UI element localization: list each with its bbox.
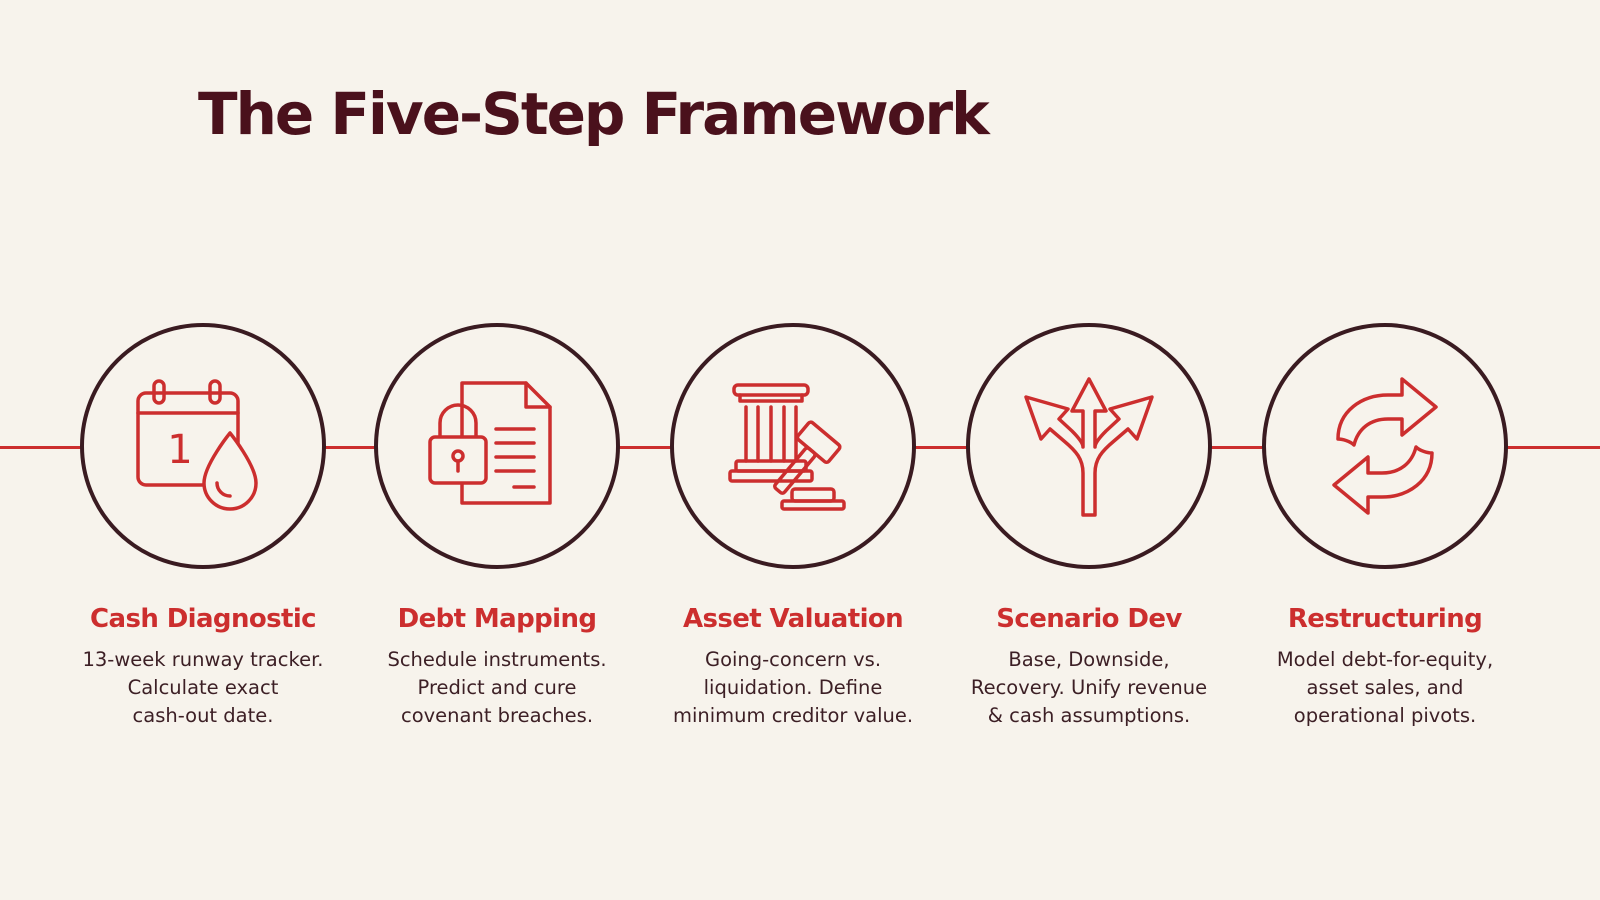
step-5-desc-line-1: Model debt-for-equity, bbox=[1276, 648, 1494, 671]
step-1-text: Cash Diagnostic 13-week runway tracker. … bbox=[63, 604, 343, 730]
step-3-title: Asset Valuation bbox=[682, 604, 904, 634]
step-2-circle bbox=[374, 323, 620, 569]
step-2-desc-line-1: Schedule instruments. bbox=[387, 648, 607, 671]
step-3-circle bbox=[670, 323, 916, 569]
step-3-desc-line-1: Going-concern vs. bbox=[704, 648, 882, 671]
step-1-circle: 1 bbox=[80, 323, 326, 569]
courthouse-gavel-icon bbox=[728, 383, 846, 511]
padlock-document-icon bbox=[428, 381, 552, 505]
step-4-title: Scenario Dev bbox=[996, 604, 1182, 634]
cycle-arrows-icon bbox=[1332, 377, 1438, 515]
calendar-day-number: 1 bbox=[167, 427, 192, 473]
step-1-desc-line-1: 13-week runway tracker. bbox=[82, 648, 324, 671]
step-3-text: Asset Valuation Going-concern vs. liquid… bbox=[653, 604, 933, 730]
step-5-desc-line-3: operational pivots. bbox=[1293, 704, 1477, 727]
step-4-desc-line-2: Recovery. Unify revenue bbox=[970, 676, 1208, 699]
step-1-desc-line-2: Calculate exact bbox=[127, 676, 279, 699]
step-1-title: Cash Diagnostic bbox=[90, 604, 317, 634]
step-3-desc-line-2: liquidation. Define bbox=[703, 676, 883, 699]
step-3-desc-line-3: minimum creditor value. bbox=[672, 704, 914, 727]
step-5-desc-line-2: asset sales, and bbox=[1306, 676, 1464, 699]
step-4-desc-line-3: & cash assumptions. bbox=[987, 704, 1191, 727]
step-5-text: Restructuring Model debt-for-equity, ass… bbox=[1245, 604, 1525, 730]
step-4-circle bbox=[966, 323, 1212, 569]
branching-arrows-icon bbox=[1024, 377, 1154, 517]
calendar-drop-icon: 1 bbox=[136, 379, 258, 511]
step-5-circle bbox=[1262, 323, 1508, 569]
step-2-text: Debt Mapping Schedule instruments. Predi… bbox=[357, 604, 637, 730]
step-2-title: Debt Mapping bbox=[397, 604, 597, 634]
step-2-desc-line-2: Predict and cure bbox=[417, 676, 577, 699]
page-title: The Five-Step Framework bbox=[198, 80, 990, 148]
step-1-desc-line-3: cash-out date. bbox=[132, 704, 274, 727]
step-5-title: Restructuring bbox=[1287, 604, 1483, 634]
step-4-text: Scenario Dev Base, Downside, Recovery. U… bbox=[949, 604, 1229, 730]
step-2-desc-line-3: covenant breaches. bbox=[400, 704, 594, 727]
step-4-desc-line-1: Base, Downside, bbox=[1008, 648, 1170, 671]
